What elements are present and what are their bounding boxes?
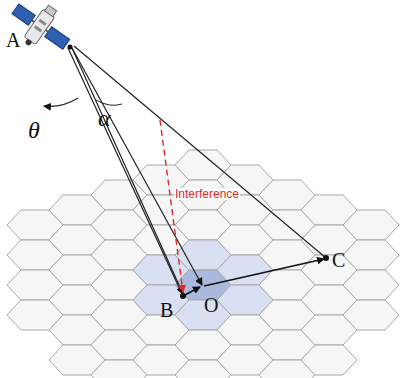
cell-hexagon (343, 270, 399, 300)
point (180, 293, 186, 299)
cell-hexagon (301, 345, 357, 375)
point-label: C (332, 250, 345, 270)
beam-line (68, 48, 183, 296)
satellite-icon (2, 0, 79, 63)
point (323, 255, 329, 261)
vector-arrow (204, 259, 324, 286)
cell-hexagon (343, 210, 399, 240)
point-label: O (204, 295, 218, 315)
beam-line (72, 48, 183, 294)
interference-line (160, 120, 183, 292)
beam-line (74, 46, 326, 258)
cell-hexagon (343, 300, 399, 330)
point (68, 45, 73, 50)
angle-label: α (98, 106, 111, 130)
beam-line (72, 48, 202, 285)
angle-arrow (44, 98, 78, 106)
point-label: B (160, 300, 173, 320)
cell-hexagon (343, 240, 399, 270)
cell-grid (7, 150, 399, 378)
interference-label: Interference (174, 188, 240, 200)
point-label: A (6, 30, 20, 50)
angle-label: θ (28, 118, 40, 142)
angle-arc (96, 100, 122, 105)
